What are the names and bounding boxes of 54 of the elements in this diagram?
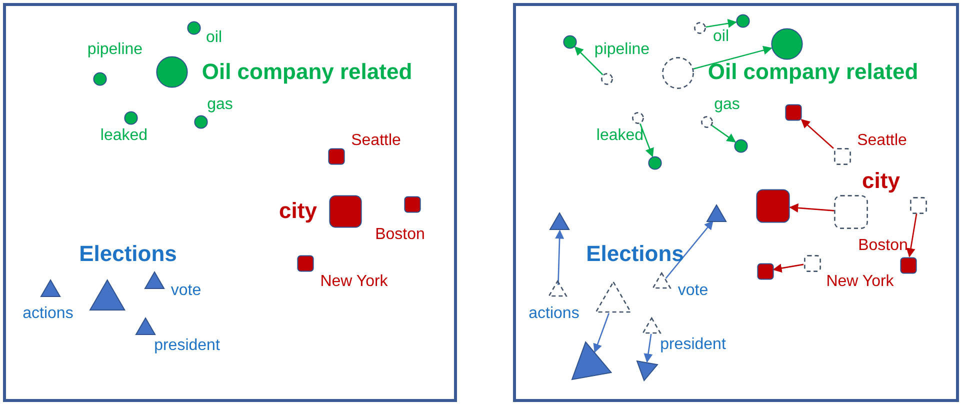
arrow — [712, 124, 736, 142]
word-label: oil — [713, 29, 729, 45]
word-label: oil — [206, 30, 222, 46]
triangle-marker — [707, 205, 727, 222]
arrow — [706, 18, 737, 28]
word-label: vote — [170, 283, 202, 299]
square-marker — [784, 104, 802, 120]
cluster-label: Oil company related — [708, 61, 918, 83]
panel-frame — [513, 3, 959, 402]
triangle-marker — [636, 361, 658, 381]
circle-marker — [648, 156, 662, 170]
cluster-label: Elections — [586, 243, 684, 265]
cluster-label: city — [862, 170, 900, 192]
word-label: Seattle — [351, 133, 401, 149]
arrow — [640, 123, 654, 158]
word-label: gas — [207, 97, 233, 113]
word-label: leaked — [596, 128, 644, 144]
arrow — [665, 220, 714, 279]
word-label: actions — [22, 306, 74, 322]
arrow — [693, 46, 772, 70]
arrow — [574, 46, 604, 76]
arrow — [772, 264, 804, 273]
cluster-label: city — [279, 200, 317, 222]
word-label: gas — [714, 97, 740, 113]
word-label: Seattle — [857, 133, 907, 149]
word-label: president — [154, 338, 220, 354]
dashed-square-marker — [910, 196, 926, 214]
circle-marker — [563, 35, 577, 49]
panel-frame — [3, 3, 457, 402]
word-label: pipeline — [594, 42, 650, 58]
word-label: actions — [528, 306, 580, 322]
word-label: vote — [678, 283, 708, 299]
arrow — [555, 230, 564, 286]
word-label: pipeline — [87, 42, 143, 58]
word-label: Boston — [858, 238, 908, 254]
arrow — [906, 213, 918, 258]
circle-marker — [771, 28, 803, 60]
word-label: president — [660, 337, 726, 353]
circle-marker — [734, 139, 748, 153]
word-label: Boston — [375, 227, 425, 243]
arrow — [789, 203, 834, 212]
word-label: leaked — [100, 128, 148, 144]
square-marker — [756, 189, 790, 223]
triangle-marker — [550, 213, 570, 230]
cluster-label: Oil company related — [202, 61, 412, 83]
square-marker — [756, 262, 774, 280]
word-label: New York — [826, 274, 894, 290]
arrow — [800, 119, 834, 149]
arrow — [644, 334, 653, 363]
arrow — [593, 313, 610, 353]
word-label: New York — [320, 274, 388, 290]
circle-marker — [736, 14, 750, 28]
triangle-marker — [572, 342, 612, 380]
cluster-label: Elections — [79, 243, 177, 265]
